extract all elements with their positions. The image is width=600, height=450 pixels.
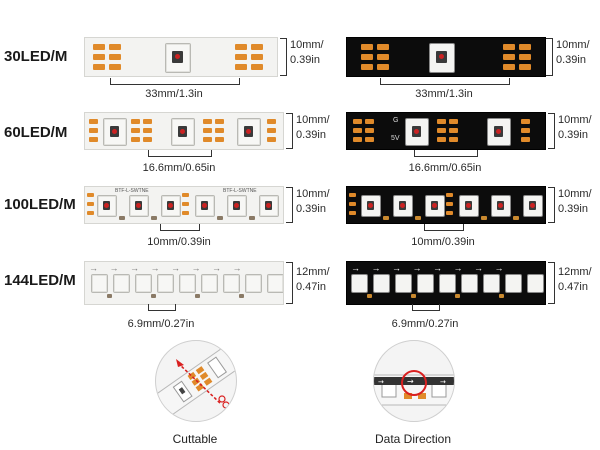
width-mm-144-right: 12mm/ [558,266,592,278]
width-bracket-60-left [286,113,293,149]
row-label-60: 60LED/M [4,124,68,141]
strip-100-black [346,186,546,224]
spacing-30-left: 33mm/1.3in [145,88,203,100]
data-direction-illustration: → → → [373,340,455,422]
width-in-30-right: 0.39in [556,54,586,66]
spacing-30-right: 33mm/1.3in [415,88,473,100]
row-label-144: 144LED/M [4,272,76,289]
width-mm-30-right: 10mm/ [556,39,590,51]
chip-label-g: G [393,117,399,124]
strip-30-white [84,37,278,77]
spacing-60-left: 16.6mm/0.65in [142,162,216,174]
strip-60-black: G 5V [346,112,546,150]
width-bracket-144-left [286,262,293,304]
width-bracket-30-right [546,38,553,76]
spacing-line-30-left [110,78,240,85]
chip-label-5v: 5V [391,135,400,142]
strip-144-black: → → → → → → → → [346,261,546,305]
svg-text:→: → [440,378,446,386]
svg-text:→: → [378,378,384,386]
width-bracket-100-right [548,187,555,223]
chip-id-text-2: BTF-L-SWTNE [223,188,257,194]
row-label-30: 30LED/M [4,48,68,65]
spacing-line-100-left [160,224,200,231]
spacing-100-left: 10mm/0.39in [147,236,211,248]
width-in-60-right: 0.39in [558,129,588,141]
width-mm-100-right: 10mm/ [558,188,592,200]
width-mm-60-left: 10mm/ [296,114,330,126]
spacing-60-right: 16.6mm/0.65in [408,162,482,174]
width-in-144-left: 0.47in [296,281,326,293]
spacing-line-144-right [412,304,440,311]
strip-60-white [84,112,284,150]
width-in-100-left: 0.39in [296,203,326,215]
chip-id-text: BTF-L-SWTNE [115,188,149,194]
data-direction-icon: → → → [374,370,454,406]
width-bracket-60-right [548,113,555,149]
spacing-100-right: 10mm/0.39in [411,236,475,248]
svg-text:→: → [407,377,414,386]
spacing-144-right: 6.9mm/0.27in [391,318,459,330]
width-mm-60-right: 10mm/ [558,114,592,126]
strip-30-black [346,37,546,77]
spacing-line-30-right [380,78,510,85]
cuttable-caption: Cuttable [172,432,218,446]
spacing-line-60-left [148,150,212,157]
width-in-60-left: 0.39in [296,129,326,141]
row-label-100: 100LED/M [4,196,76,213]
width-in-100-right: 0.39in [558,203,588,215]
width-in-144-right: 0.47in [558,281,588,293]
spacing-line-144-left [148,304,176,311]
width-mm-100-left: 10mm/ [296,188,330,200]
spacing-144-left: 6.9mm/0.27in [127,318,195,330]
width-bracket-144-right [548,262,555,304]
width-in-30-left: 0.39in [290,54,320,66]
spacing-line-100-right [424,224,464,231]
width-bracket-30-left [280,38,287,76]
cut-strip-icon [156,342,236,419]
width-mm-30-left: 10mm/ [290,39,324,51]
spacing-line-60-right [414,150,478,157]
strip-100-white: BTF-L-SWTNE BTF-L-SWTNE [84,186,284,224]
width-bracket-100-left [286,187,293,223]
data-direction-caption: Data Direction [374,432,452,446]
cuttable-illustration [155,340,237,422]
width-mm-144-left: 12mm/ [296,266,330,278]
strip-144-white: → → → → → → → → [84,261,284,305]
